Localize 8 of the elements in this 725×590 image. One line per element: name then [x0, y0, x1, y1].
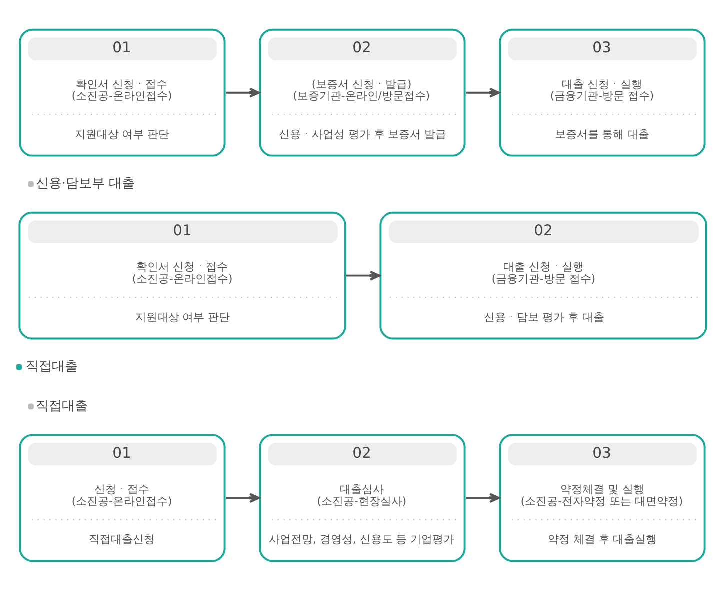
label: 직접대출 — [36, 398, 88, 414]
arrow — [346, 270, 380, 280]
arrow — [466, 87, 500, 98]
label: 직접대출 — [26, 359, 78, 374]
arrow — [466, 492, 500, 503]
arrow — [226, 492, 260, 503]
arrow — [226, 87, 260, 98]
label: 신용·담보부 대출 — [36, 176, 136, 192]
